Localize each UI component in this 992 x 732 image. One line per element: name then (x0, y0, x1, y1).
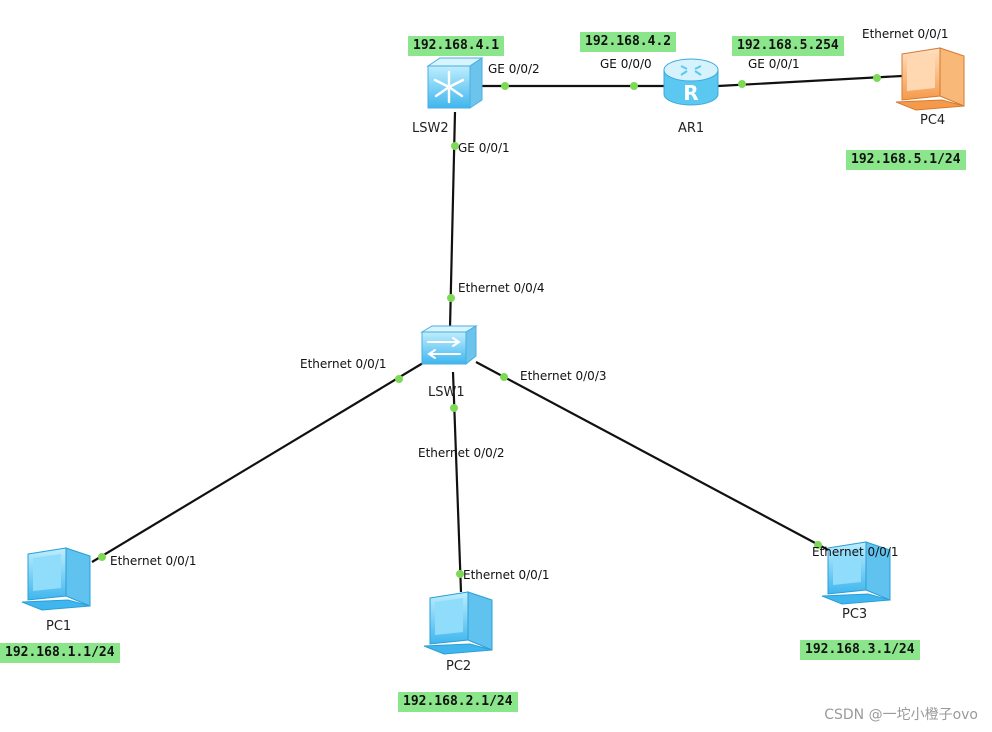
pc-icon[interactable] (423, 591, 493, 655)
device-label-lsw2: LSW2 (412, 121, 449, 136)
device-label-pc2: PC2 (446, 659, 471, 674)
device-label-pc3: PC3 (842, 607, 867, 622)
device-label-pc4: PC4 (920, 113, 945, 128)
port-dot-pc1-eth001[interactable] (98, 553, 106, 561)
port-label-ar1-ge000: GE 0/0/0 (600, 57, 652, 71)
ip-tag-ar1-ge000: 192.168.4.2 (580, 32, 677, 52)
port-dot-ar1-ge000[interactable] (630, 82, 638, 90)
link-ar1-pc4[interactable] (717, 74, 903, 88)
switch-icon[interactable] (420, 325, 478, 366)
pc-icon[interactable] (895, 47, 965, 111)
port-dots (98, 74, 881, 578)
ip-tag-pc2: 192.168.2.1/24 (398, 692, 518, 712)
ip-tag-ar1-ge001: 192.168.5.254 (732, 36, 844, 56)
port-label-pc4-eth001: Ethernet 0/0/1 (862, 27, 949, 41)
layer3-switch-icon[interactable] (426, 57, 484, 109)
port-dot-ar1-ge001[interactable] (738, 80, 746, 88)
port-label-pc1-eth001: Ethernet 0/0/1 (110, 554, 197, 568)
port-dot-pc3-eth001[interactable] (814, 541, 822, 549)
port-dot-lsw1-eth002[interactable] (450, 404, 458, 412)
port-label-lsw1-eth001: Ethernet 0/0/1 (300, 357, 387, 371)
port-label-lsw1-eth002: Ethernet 0/0/2 (418, 446, 505, 460)
ip-tag-lsw2: 192.168.4.1 (408, 36, 505, 56)
port-dot-lsw1-eth003[interactable] (500, 373, 508, 381)
port-label-lsw1-eth004: Ethernet 0/0/4 (458, 281, 545, 295)
router-letter: R (683, 81, 698, 105)
port-dot-lsw1-eth004[interactable] (447, 294, 455, 302)
port-dot-lsw1-eth001[interactable] (395, 375, 403, 383)
port-label-ar1-ge001: GE 0/0/1 (748, 57, 800, 71)
link-lsw1-pc1[interactable] (91, 359, 429, 563)
port-label-pc2-eth001: Ethernet 0/0/1 (463, 568, 550, 582)
device-label-lsw1: LSW1 (428, 385, 465, 400)
port-label-lsw1-eth003: Ethernet 0/0/3 (520, 369, 607, 383)
port-dot-lsw2-ge001[interactable] (451, 142, 459, 150)
ip-tag-pc3: 192.168.3.1/24 (800, 640, 920, 660)
ip-tag-pc1: 192.168.1.1/24 (0, 643, 120, 663)
pc-icon[interactable] (21, 547, 91, 611)
port-dot-pc2-eth001[interactable] (456, 570, 464, 578)
port-dot-pc4-eth001[interactable] (873, 74, 881, 82)
link-lsw1-pc3[interactable] (475, 361, 833, 553)
port-label-lsw2-ge002: GE 0/0/2 (488, 62, 540, 76)
watermark: CSDN @一坨小橙子ovo (824, 707, 978, 723)
device-label-ar1: AR1 (678, 121, 704, 136)
port-label-lsw2-ge001: GE 0/0/1 (458, 141, 510, 155)
device-label-pc1: PC1 (46, 619, 71, 634)
port-label-pc3-eth001: Ethernet 0/0/1 (812, 545, 899, 559)
ip-tag-pc4: 192.168.5.1/24 (846, 150, 966, 170)
router-icon[interactable]: R (663, 58, 719, 106)
port-dot-lsw2-ge002[interactable] (501, 82, 509, 90)
pc-icon[interactable] (821, 541, 891, 605)
